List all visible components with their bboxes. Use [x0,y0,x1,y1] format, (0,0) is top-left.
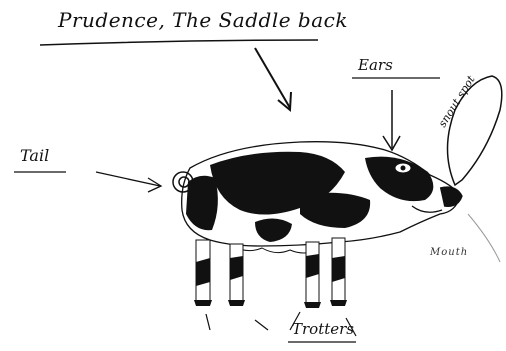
ears-label: Ears [358,58,393,73]
title-arrow [255,48,290,108]
leg-front-right [330,238,347,306]
belly-line [232,246,318,253]
tail-label: Tail [20,148,49,164]
trotter-arrow-1 [206,314,210,330]
mouth-pointer [468,214,500,262]
pupil [401,166,406,171]
mouth-label: Mouth [430,248,468,258]
leg-back-left [194,240,212,306]
trotter-arrow-2 [255,320,268,330]
leg-front-left [304,242,321,308]
leg-back-right [228,244,245,306]
trotters-label: Trotters [292,322,354,337]
page-title: Prudence, The Saddle back [58,10,348,30]
title-underline [40,40,318,45]
